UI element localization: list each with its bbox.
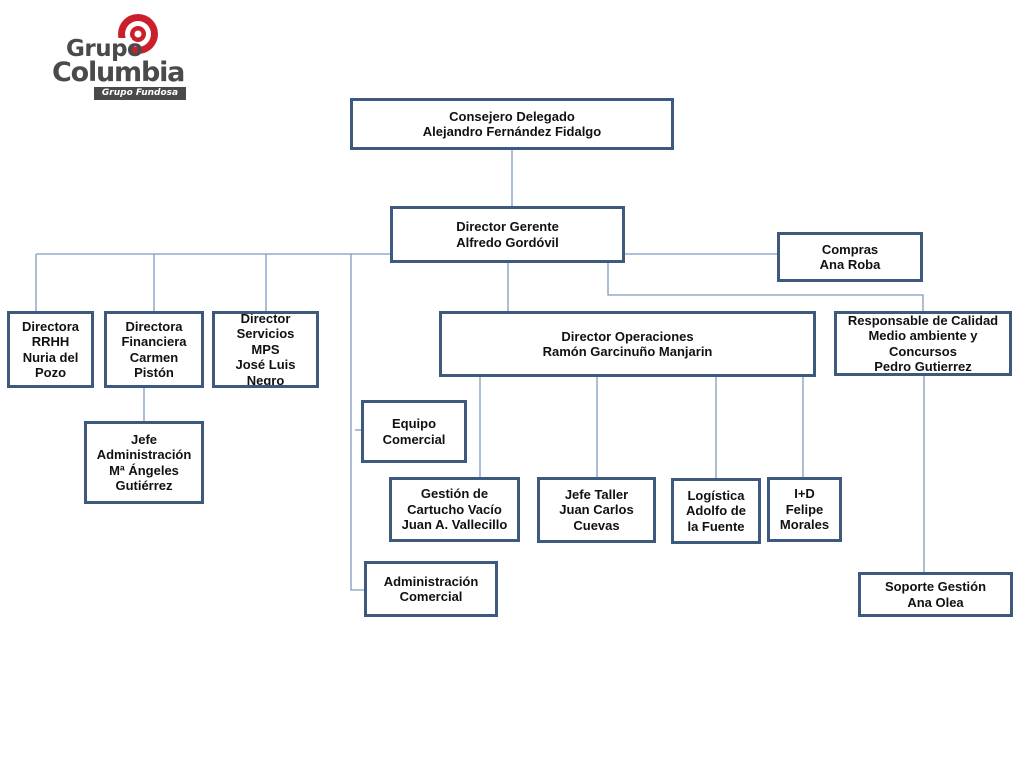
org-box-line: Concursos [889,343,957,359]
org-box-line: I+D [794,486,815,502]
org-box-line: Jefe Taller [564,486,629,502]
org-box-line: Cartucho Vacío [407,501,502,517]
org-box-line: Comercial [382,431,446,447]
org-box-line: Mª Ángeles [109,462,179,478]
org-box-line: Equipo [391,416,437,431]
org-box-line: Juan A. Vallecillo [401,517,508,533]
org-box-line: Negro [246,372,285,388]
org-box-line: Financiera [121,334,187,349]
org-box-line: Servicios [236,326,295,342]
org-box-line: Administración [383,573,479,589]
org-box-line: Director Gerente [456,219,559,234]
org-box-line: Carmen [129,349,179,365]
org-box-line: Medio ambiente y [868,328,978,343]
org-box-line: Directora [21,318,80,334]
org-box-line: Director [240,311,291,326]
org-box-line: Alejandro Fernández Fidalgo [422,124,602,139]
org-box-line: la Fuente [687,518,745,534]
org-box-line: Director Operaciones [561,328,694,344]
org-connector-line [607,263,924,311]
org-box-line: Cuevas [573,517,620,533]
org-box-line: Pistón [134,365,174,380]
org-box-line: Consejero Delegado [449,108,575,124]
org-box-line: Responsable de Calidad [847,312,999,328]
org-box-line: Comercial [399,589,463,604]
org-box-line: Ana Roba [819,257,881,272]
org-box-line: Directora [125,318,183,334]
org-box-line: Juan Carlos [559,502,634,518]
org-box-line: José Luis [235,357,296,373]
org-box-line: Alfredo Gordóvil [456,234,559,250]
org-connector-line [350,254,364,591]
org-box-line: Administración [96,447,192,462]
org-box-line: RRHH [31,334,70,349]
org-box-line: Compras [821,241,879,257]
org-box-line: Pozo [34,365,67,380]
logo-brand-sub: Grupo Fundosa [94,87,186,100]
org-box-line: Ana Olea [907,594,964,610]
org-box-line: Soporte Gestión [884,579,987,594]
org-box-line: Pedro Gutierrez [874,359,972,374]
org-box-line: Nuria del [22,349,79,365]
logo-swirl-icon [116,14,158,56]
logo-brand-main: Columbia [52,57,185,88]
org-box-line: Gestión de [420,486,489,502]
org-box-line: Felipe [785,501,824,517]
logo-brand-top: Grupo [66,36,143,62]
org-box-line: Gutiérrez [115,478,173,493]
org-box-line: MPS [251,341,280,357]
org-box-line: Morales [779,517,830,533]
org-box-line: Logística [687,487,745,503]
org-box-line: Jefe [130,431,158,447]
grupo-columbia-logo: Grupo Columbia Grupo Fundosa [50,12,190,100]
org-box-line: Ramón Garcinuño Manjarin [542,344,713,359]
org-box-line: Adolfo de [686,503,746,519]
